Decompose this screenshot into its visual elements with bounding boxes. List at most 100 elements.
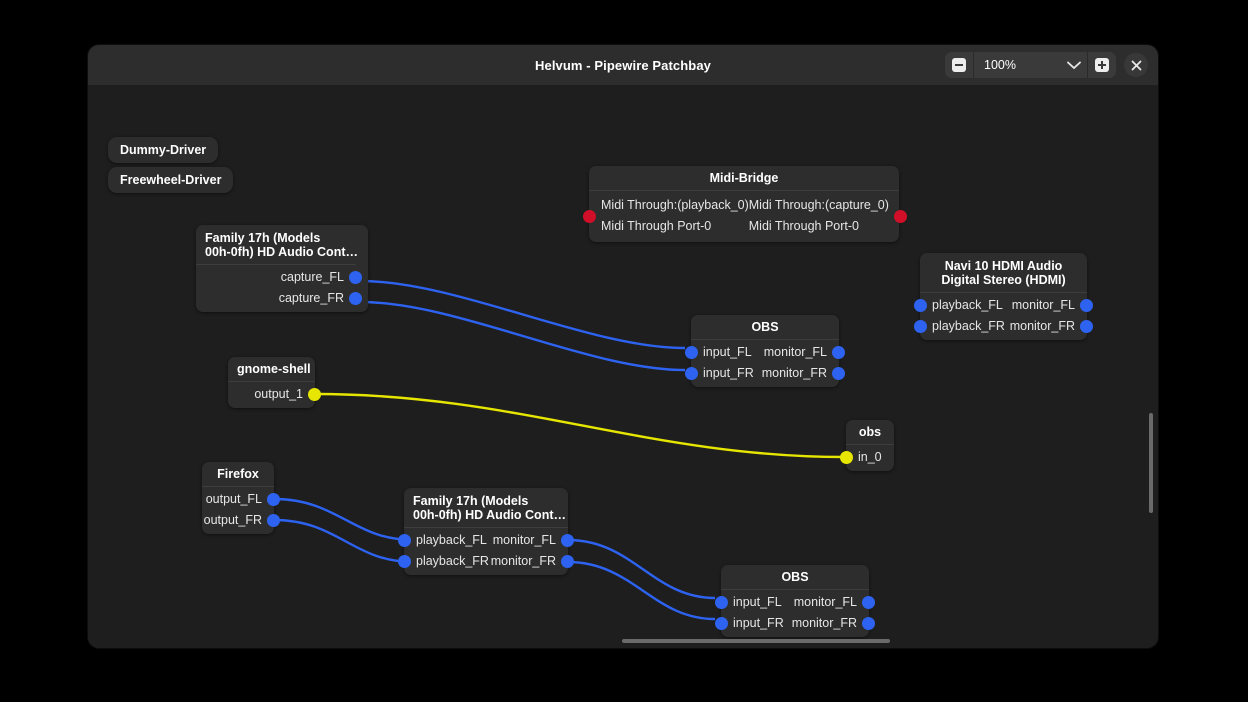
port-pin-obs-top-monitor-fl[interactable] [832,346,845,359]
helvum-window: Helvum - Pipewire Patchbay 100% [88,45,1158,648]
close-window-button[interactable] [1124,53,1148,77]
port-label-obs-bottom-monitor-fr: monitor_FR [791,616,857,630]
node-gnome-shell-title: gnome-shell [237,362,311,376]
port-pin-obs-top-input-fl[interactable] [685,346,698,359]
port-pin-obs-bottom-monitor-fl[interactable] [862,596,875,609]
node-obs-bottom[interactable]: OBS input_FL input_FR [715,565,875,637]
vertical-scrollbar[interactable] [1149,413,1153,513]
port-row-firefox-output-fr[interactable]: output_FR [202,510,280,531]
port-row-capture-fl[interactable]: capture_FL [196,267,362,288]
port-pin-firefox-output-fr[interactable] [267,514,280,527]
node-freewheel-driver[interactable]: Freewheel-Driver [108,167,234,193]
port-label-midi-capture0[interactable]: Midi Through:(capture_0) Midi Through Po… [748,198,889,233]
port-label-navi10-monitor-fl: monitor_FL [1011,298,1075,312]
port-row-navi10-playback-fr[interactable]: playback_FR [914,316,1005,337]
node-obs-small-title: obs [858,425,882,439]
port-pin-navi10-playback-fr[interactable] [914,320,927,333]
port-label-obs-bottom-monitor-fl: monitor_FL [793,595,857,609]
port-label-navi10-playback-fr: playback_FR [932,319,1005,333]
node-navi10-outputs: monitor_FL monitor_FR [1010,295,1093,337]
port-row-playback-fr[interactable]: playback_FR [398,551,489,572]
port-label-family17h-monitor-fr: monitor_FR [490,554,556,568]
port-pin-firefox-output-fl[interactable] [267,493,280,506]
node-gnome-shell-body: output_1 [228,381,321,408]
node-gnome-shell[interactable]: gnome-shell output_1 [228,357,321,408]
close-icon [1131,60,1141,70]
port-row-firefox-output-fl[interactable]: output_FL [202,489,280,510]
port-label-capture-fl: capture_FL [280,270,344,284]
node-firefox-title: Firefox [217,467,259,481]
node-obs-top[interactable]: OBS input_FL input_FR [685,315,845,387]
zoom-in-button[interactable] [1088,52,1116,78]
port-pin-obs-small-in0[interactable] [840,451,853,464]
port-row-playback-fl[interactable]: playback_FL [398,530,489,551]
titlebar-controls: 100% [945,45,1148,85]
node-obs-bottom-title: OBS [781,570,809,584]
port-pin-obs-top-input-fr[interactable] [685,367,698,380]
port-row-navi10-monitor-fr[interactable]: monitor_FR [1010,316,1093,337]
port-label-midi-playback0[interactable]: Midi Through:(playback_0) Midi Through P… [601,198,749,233]
port-pin-obs-top-monitor-fr[interactable] [832,367,845,380]
port-label-firefox-output-fl: output_FL [205,492,262,506]
port-label-playback-fl: playback_FL [416,533,487,547]
port-pin-navi10-monitor-fl[interactable] [1080,299,1093,312]
port-row-obs-bottom-input-fl[interactable]: input_FL [715,592,784,613]
port-row-obs-top-input-fl[interactable]: input_FL [685,342,754,363]
wire-gnomeshell-to-obs-in0 [314,392,846,459]
node-family17h-capture[interactable]: Family 17h (Models 00h-0fh) HD Audio Con… [196,225,368,312]
port-pin-navi10-monitor-fr[interactable] [1080,320,1093,333]
port-pin-midi-capture0[interactable] [893,209,907,223]
node-navi10-hdmi[interactable]: Navi 10 HDMI Audio Digital Stereo (HDMI)… [914,253,1093,340]
port-row-navi10-playback-fl[interactable]: playback_FL [914,295,1005,316]
port-row-obs-top-monitor-fr[interactable]: monitor_FR [762,363,845,384]
port-pin-navi10-playback-fl[interactable] [914,299,927,312]
patchbay-canvas[interactable]: Dummy-Driver Freewheel-Driver Family 17h… [88,85,1158,648]
port-pin-playback-fr[interactable] [398,555,411,568]
port-row-obs-bottom-input-fr[interactable]: input_FR [715,613,784,634]
wire-monitor-fr-to-obs2-input-fr [567,560,716,621]
port-pin-playback-fl[interactable] [398,534,411,547]
plus-square-icon [1095,58,1109,72]
port-pin-gnome-output1[interactable] [308,388,321,401]
port-label-obs-top-input-fr: input_FR [703,366,754,380]
port-row-obs-top-input-fr[interactable]: input_FR [685,363,754,384]
node-obs-small[interactable]: obs in_0 [840,420,894,471]
horizontal-scrollbar[interactable] [622,639,890,643]
node-navi10-hdmi-title: Navi 10 HDMI Audio Digital Stereo (HDMI) [941,259,1066,287]
port-row-family17h-monitor-fl[interactable]: monitor_FL [491,530,574,551]
port-pin-capture-fl[interactable] [349,271,362,284]
port-pin-obs-bottom-monitor-fr[interactable] [862,617,875,630]
port-pin-family17h-monitor-fl[interactable] [561,534,574,547]
port-pin-capture-fr[interactable] [349,292,362,305]
zoom-out-button[interactable] [945,52,973,78]
node-family17h-playback-inputs: playback_FL playback_FR [398,530,489,572]
port-row-obs-bottom-monitor-fl[interactable]: monitor_FL [792,592,875,613]
port-row-obs-bottom-monitor-fr[interactable]: monitor_FR [791,613,875,634]
port-pin-obs-bottom-input-fl[interactable] [715,596,728,609]
port-row-obs-top-monitor-fl[interactable]: monitor_FL [762,342,845,363]
port-row-gnome-output1[interactable]: output_1 [228,384,321,405]
wire-firefox-fl-to-playback-fl [273,497,414,542]
wire-firefox-fr-to-playback-fr [273,518,414,564]
zoom-level-value[interactable]: 100% [973,52,1061,78]
port-row-capture-fr[interactable]: capture_FR [196,288,362,309]
port-row-family17h-monitor-fr[interactable]: monitor_FR [490,551,574,572]
port-label-family17h-monitor-fl: monitor_FL [492,533,556,547]
node-dummy-driver[interactable]: Dummy-Driver [108,137,219,163]
port-pin-family17h-monitor-fr[interactable] [561,555,574,568]
node-firefox-body: output_FL output_FR [202,486,280,534]
node-family17h-playback[interactable]: Family 17h (Models 00h-0fh) HD Audio Con… [398,488,574,575]
node-obs-bottom-body: input_FL input_FR monitor_FL [715,589,875,637]
port-label-gnome-output1: output_1 [254,387,303,401]
wire-monitor-fl-to-obs2-input-fl [567,538,716,600]
port-row-obs-small-in0[interactable]: in_0 [840,447,894,468]
port-pin-obs-bottom-input-fr[interactable] [715,617,728,630]
node-midi-bridge[interactable]: Midi-Bridge Midi Through:(playback_0) Mi… [583,166,907,242]
minus-square-icon [952,58,966,72]
node-firefox[interactable]: Firefox output_FL output_FR [202,462,280,534]
node-obs-top-outputs: monitor_FL monitor_FR [762,342,845,384]
window-title: Helvum - Pipewire Patchbay [535,57,711,73]
port-row-navi10-monitor-fl[interactable]: monitor_FL [1010,295,1093,316]
zoom-dropdown-button[interactable] [1061,52,1088,78]
port-pin-midi-playback0[interactable] [583,209,596,223]
